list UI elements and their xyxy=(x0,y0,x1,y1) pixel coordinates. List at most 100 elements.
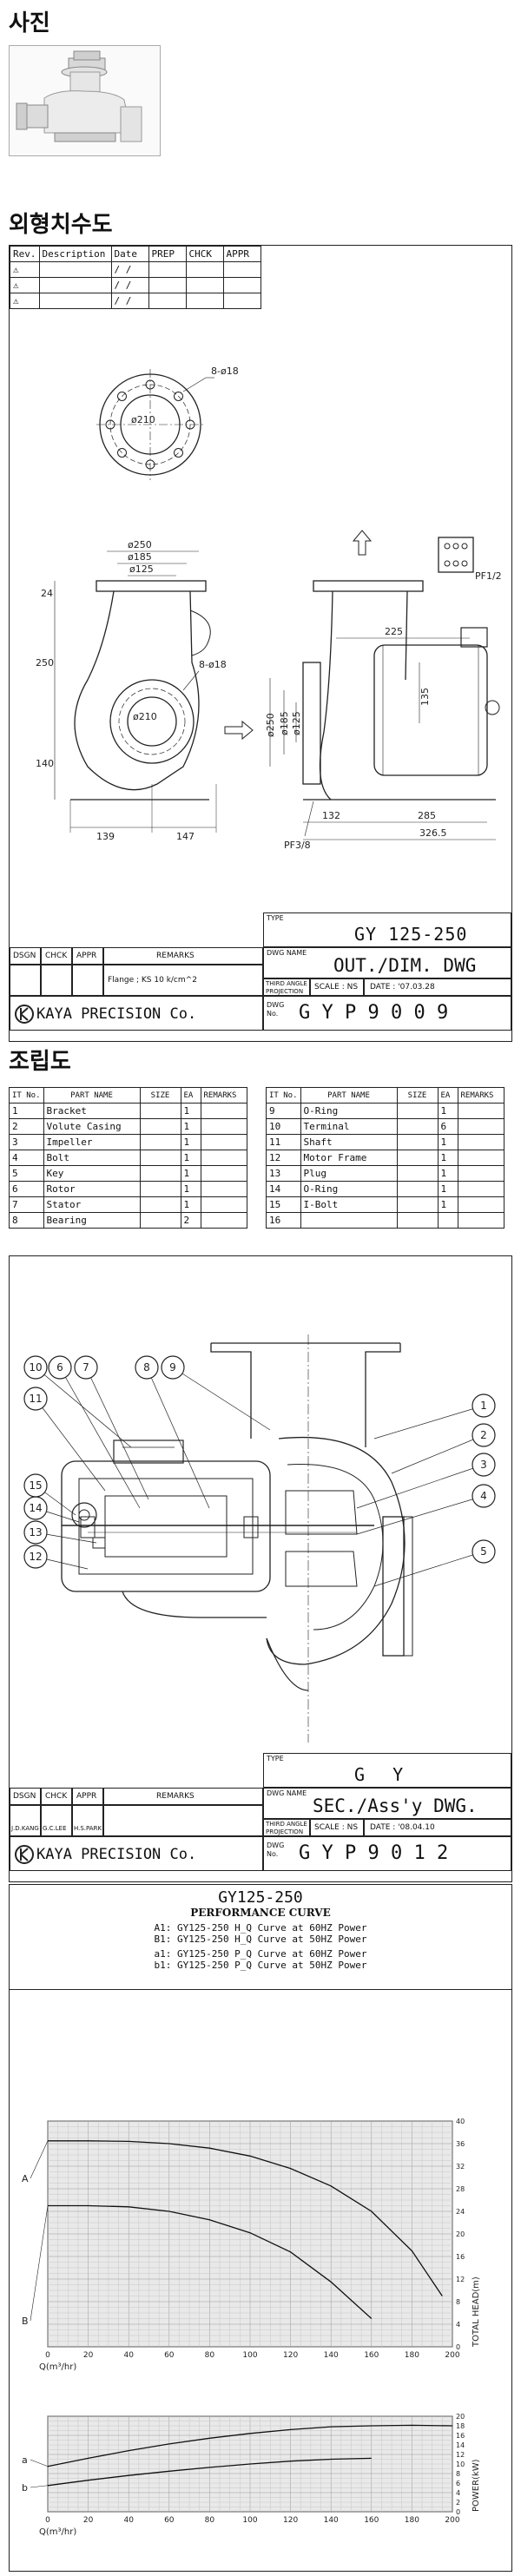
y-tick-label: 20 xyxy=(456,2413,465,2421)
svg-text:24: 24 xyxy=(41,588,53,599)
balloon-number: 1 xyxy=(480,1400,487,1412)
company-name: KAYA PRECISION Co. xyxy=(36,1005,197,1023)
y-tick-label: 28 xyxy=(456,2185,465,2193)
type-value: G Y xyxy=(354,1764,412,1785)
x-tick-label: 0 xyxy=(45,2351,50,2360)
x-tick-label: 60 xyxy=(164,2516,175,2525)
balloon-number: 3 xyxy=(480,1459,487,1471)
y-tick-label: 32 xyxy=(456,2163,465,2171)
svg-text:PF1/2: PF1/2 xyxy=(475,570,502,582)
y-tick-label: 12 xyxy=(456,2276,465,2283)
x-tick-label: 100 xyxy=(242,2516,257,2525)
balloon-number: 4 xyxy=(480,1490,487,1502)
svg-text:140: 140 xyxy=(36,758,54,769)
balloon-number: 10 xyxy=(29,1361,42,1374)
x-tick-label: 140 xyxy=(324,2351,339,2360)
y-tick-label: 10 xyxy=(456,2461,465,2468)
balloon-callout: 8 xyxy=(135,1355,210,1509)
y-axis-label: POWER(kW) xyxy=(472,2459,481,2512)
outline-heading: 외형치수도 xyxy=(9,212,113,238)
balloon-number: 2 xyxy=(480,1429,487,1441)
y-tick-label: 18 xyxy=(456,2422,465,2430)
svg-text:ø125: ø125 xyxy=(291,711,302,735)
svg-text:285: 285 xyxy=(418,810,436,821)
balloon-callout: 3 xyxy=(356,1453,496,1509)
series-line xyxy=(48,2204,373,2319)
y-tick-label: 40 xyxy=(456,2118,465,2125)
x-tick-label: 200 xyxy=(445,2351,459,2360)
x-tick-label: 160 xyxy=(364,2351,379,2360)
series-label: b xyxy=(22,2482,28,2494)
legend-p: b1: GY125-250 P_Q Curve at 50HZ Power xyxy=(154,1960,367,1971)
balloon-callout: 14 xyxy=(23,1496,80,1523)
series-label: a xyxy=(22,2454,28,2466)
series-line xyxy=(47,2424,453,2467)
x-tick-label: 60 xyxy=(164,2351,175,2360)
performance-header: GY125-250 PERFORMANCE CURVE A1: GY125-25… xyxy=(10,1885,511,1990)
x-axis-label: Q(m³/hr) xyxy=(39,2527,76,2537)
performance-curve-sheet: GY125-250 PERFORMANCE CURVE A1: GY125-25… xyxy=(9,1884,512,2572)
svg-text:135: 135 xyxy=(419,688,431,706)
y-tick-label: 14 xyxy=(456,2441,465,2449)
model-name: GY125-250 xyxy=(218,1888,303,1907)
balloon-number: 13 xyxy=(29,1526,42,1538)
balloon-callout: 2 xyxy=(391,1423,496,1474)
legend-h: A1: GY125-250 H_Q Curve at 60HZ Power xyxy=(154,1922,367,1934)
sectional-assembly-drawing xyxy=(61,1334,413,1743)
revision-row: ⚠/ / xyxy=(10,293,261,309)
series-line xyxy=(47,2457,372,2487)
x-tick-label: 180 xyxy=(405,2516,419,2525)
y-tick-label: 16 xyxy=(456,2253,465,2261)
svg-text:8-ø18: 8-ø18 xyxy=(199,659,227,670)
balloon-callout: 4 xyxy=(356,1484,496,1535)
balloon-callout: 11 xyxy=(23,1387,106,1492)
svg-text:ø185: ø185 xyxy=(128,551,152,563)
x-tick-label: 140 xyxy=(324,2516,339,2525)
x-tick-label: 80 xyxy=(205,2516,215,2525)
y-tick-label: 0 xyxy=(456,2508,460,2516)
drawing-number: G Y P 9 0 0 9 xyxy=(299,1002,449,1024)
y-tick-label: 36 xyxy=(456,2140,465,2148)
svg-text:ø185: ø185 xyxy=(279,711,290,735)
flange-note: Flange ; KS 10 k/cm^2 xyxy=(108,976,197,985)
balloon-number: 7 xyxy=(82,1361,89,1374)
x-tick-label: 20 xyxy=(83,2516,94,2525)
y-tick-label: 12 xyxy=(456,2451,465,2459)
outline-dimension-drawing: 8-ø18 ø210 ø250 ø185 ø125 ø210 8-ø18 24 … xyxy=(36,366,502,851)
svg-text:147: 147 xyxy=(176,831,195,842)
y-tick-label: 2 xyxy=(456,2499,460,2507)
y-axis-label: TOTAL HEAD(m) xyxy=(472,2276,481,2348)
x-tick-label: 180 xyxy=(405,2351,419,2360)
y-tick-label: 6 xyxy=(456,2480,460,2487)
y-tick-label: 8 xyxy=(456,2298,460,2306)
balloon-number: 6 xyxy=(56,1361,63,1374)
x-tick-label: 40 xyxy=(123,2351,134,2360)
balloon-callout: 12 xyxy=(23,1545,89,1570)
svg-text:ø125: ø125 xyxy=(129,563,154,575)
outline-drawing-sheet: Rev. Description Date PREP CHCK APPR ⚠/ … xyxy=(9,245,512,1042)
company-name: KAYA PRECISION Co. xyxy=(36,1846,197,1863)
company-logo-icon xyxy=(15,1845,34,1864)
x-tick-label: 100 xyxy=(242,2351,257,2360)
y-tick-label: 4 xyxy=(456,2321,460,2329)
legend-h: B1: GY125-250 H_Q Curve at 50HZ Power xyxy=(154,1934,367,1945)
balloon-callout: 1 xyxy=(373,1393,496,1440)
x-axis-label: Q(m³/hr) xyxy=(39,2362,76,2372)
chart-title: PERFORMANCE CURVE xyxy=(190,1907,331,1919)
y-tick-label: 16 xyxy=(456,2432,465,2440)
x-tick-label: 120 xyxy=(283,2351,298,2360)
svg-text:ø250: ø250 xyxy=(265,713,276,737)
y-tick-label: 8 xyxy=(456,2470,460,2478)
